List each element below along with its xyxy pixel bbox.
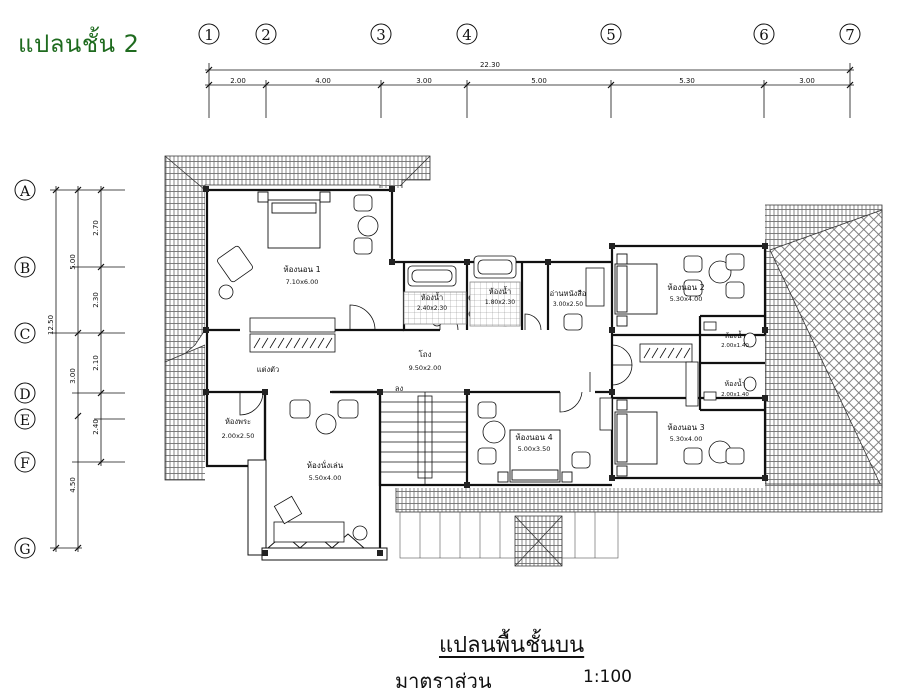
shrine-name: ห้องพระ — [225, 417, 251, 426]
row-grid: A B C D E F G — [14, 179, 36, 559]
grid-label-5: 5 — [606, 26, 616, 44]
grid-bubble-6: 6 — [753, 23, 775, 45]
drawing-title: แปลนพื้นชั้นบน — [439, 633, 585, 658]
grid-label-B: B — [20, 261, 30, 277]
pergola — [399, 511, 619, 559]
row-dim-a2: 3.00 — [69, 368, 77, 384]
reading-size: 3.00x2.50 — [553, 301, 583, 308]
scale-label: มาตราส่วน — [395, 669, 492, 693]
columns — [203, 186, 768, 556]
grid-label-2: 2 — [261, 26, 271, 44]
scale-value: 1:100 — [583, 667, 632, 687]
grid-bubble-F: F — [14, 451, 36, 473]
grid-label-7: 7 — [845, 26, 855, 44]
col-dim-6: 3.00 — [799, 77, 815, 85]
column-dimensions — [205, 63, 854, 118]
column-grid: 1 2 3 4 5 6 7 — [198, 23, 861, 45]
bath4-size: 2.00x1.40 — [721, 392, 749, 398]
grid-label-C: C — [20, 327, 31, 343]
grid-bubble-3: 3 — [370, 23, 392, 45]
grid-bubble-2: 2 — [255, 23, 277, 45]
bedroom2-size: 5.30x4.00 — [670, 295, 703, 303]
grid-bubble-C: C — [14, 322, 36, 344]
bath4-name: ห้องน้ำ — [725, 377, 746, 388]
col-dim-2: 4.00 — [315, 77, 331, 85]
grid-label-F: F — [20, 456, 30, 472]
row-dim-a3: 4.50 — [69, 477, 77, 493]
hall-name: โถง — [418, 349, 431, 359]
bath2-size: 1.80x2.30 — [485, 299, 515, 306]
beds — [257, 191, 658, 483]
hall-size: 9.50x2.00 — [409, 364, 442, 372]
row-dim-b4: 2.40 — [92, 419, 100, 435]
col-dim-3: 3.00 — [416, 77, 432, 85]
overall-width-dim: 22.30 — [480, 61, 500, 69]
grid-bubble-D: D — [14, 382, 36, 404]
page-title: แปลนชั้น 2 — [18, 30, 140, 58]
grid-label-E: E — [20, 413, 30, 429]
col-dim-4: 5.00 — [531, 77, 547, 85]
stair-label: ลง — [395, 384, 404, 393]
grid-label-1: 1 — [204, 26, 214, 44]
bedroom3-size: 5.30x4.00 — [670, 435, 703, 443]
row-dim-b2: 2.30 — [92, 292, 100, 308]
grid-bubble-4: 4 — [456, 23, 478, 45]
overall-depth-dim: 12.50 — [47, 315, 55, 335]
grid-label-4: 4 — [462, 26, 472, 44]
grid-bubble-1: 1 — [198, 23, 220, 45]
stair — [379, 391, 468, 486]
grid-bubble-G: G — [14, 537, 36, 559]
roof-tiles — [164, 155, 883, 567]
row-dim-b1: 2.70 — [92, 220, 100, 236]
grid-label-D: D — [19, 387, 30, 403]
bedroom3-name: ห้องนอน 3 — [667, 423, 704, 432]
grid-label-G: G — [19, 542, 30, 558]
col-dim-1: 2.00 — [230, 77, 246, 85]
balcony — [247, 459, 388, 561]
living-name: ห้องนั่งเล่น — [307, 459, 344, 470]
grid-bubble-5: 5 — [600, 23, 622, 45]
row-dim-a1: 5.00 — [69, 254, 77, 270]
bath2-name: ห้องน้ำ — [489, 286, 511, 296]
grid-bubble-E: E — [14, 408, 36, 430]
row-dimensions — [50, 186, 125, 552]
grid-bubble-7: 7 — [839, 23, 861, 45]
bedroom1-size: 7.10x6.00 — [286, 278, 319, 286]
grid-label-6: 6 — [759, 26, 769, 44]
shrine-size: 2.00x2.50 — [222, 432, 255, 440]
bath1-size: 2.40x2.30 — [417, 305, 447, 312]
grid-bubble-B: B — [14, 256, 36, 278]
grid-label-3: 3 — [376, 26, 386, 44]
bath3-name: ห้องน้ำ — [725, 329, 746, 340]
grid-bubble-A: A — [14, 179, 36, 201]
reading-name: อ่านหนังสือ — [550, 289, 587, 298]
bath3-size: 2.00x1.40 — [721, 343, 749, 349]
wardrobe-label: แต่งตัว — [257, 365, 279, 374]
row-dim-b3: 2.10 — [92, 355, 100, 371]
grid-label-A: A — [19, 184, 31, 200]
bedroom1-name: ห้องนอน 1 — [283, 265, 320, 274]
bedroom4-size: 5.00x3.50 — [518, 445, 551, 453]
bath-fixtures — [403, 255, 757, 401]
bedroom4-name: ห้องนอน 4 — [515, 433, 552, 442]
seating — [217, 194, 745, 543]
col-dim-5: 5.30 — [679, 77, 695, 85]
bedroom2-name: ห้องนอน 2 — [667, 283, 704, 292]
wardrobes — [249, 267, 699, 431]
living-size: 5.50x4.00 — [309, 474, 342, 482]
bath1-name: ห้องน้ำ — [421, 292, 443, 302]
